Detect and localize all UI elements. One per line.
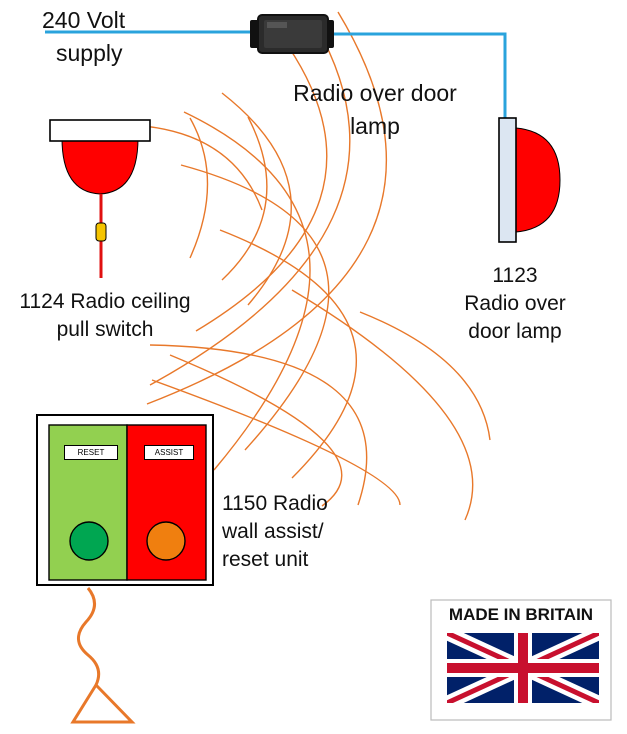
radio-module (250, 14, 334, 54)
radio-wave-11 (291, 289, 474, 521)
reset-button-label: RESET (64, 445, 118, 460)
radio-wave-2 (189, 117, 209, 259)
supply-label: 240 Volt supply (42, 4, 125, 70)
wall-unit-line1: 1150 Radio (222, 492, 328, 515)
radio-wave-8 (183, 111, 311, 471)
radio-wave-13 (149, 344, 368, 506)
radio-over-door-top-line1: Radio over door (293, 80, 457, 106)
radio-wave-7 (146, 11, 388, 405)
pull-cord (70, 587, 136, 724)
radio-wave-5 (195, 45, 328, 332)
assist-button[interactable] (146, 521, 186, 561)
pull-switch-line2: pull switch (56, 318, 154, 341)
radio-wave-9 (180, 164, 330, 451)
assist-button-label: ASSIST (144, 445, 194, 460)
ceiling-pull-switch (49, 119, 151, 278)
wall-unit-line3: reset unit (222, 548, 309, 571)
radio-waves (129, 11, 491, 521)
wall-unit-line2: wall assist/ (222, 520, 324, 543)
pull-switch-label: 1124 Radio ceiling pull switch (10, 288, 200, 344)
radio-wave-10 (219, 229, 358, 479)
lamp-1123-label: 1123 Radio over door lamp (455, 262, 575, 346)
made-in-britain-badge (430, 599, 612, 721)
radio-over-door-top-line2: lamp (350, 113, 400, 139)
radio-over-door-top-label: Radio over door lamp (270, 77, 480, 143)
made-in-britain-title: MADE IN BRITAIN (448, 605, 594, 624)
radio-wave-15 (151, 379, 401, 506)
lamp-1123-line1: 1123 (492, 264, 538, 287)
supply-label-line1: 240 Volt (42, 7, 126, 33)
radio-wave-14 (169, 354, 343, 507)
radio-wave-12 (359, 311, 491, 441)
lamp-1123-line3: door lamp (468, 320, 562, 343)
over-door-lamp (498, 117, 561, 243)
union-jack-flag (447, 633, 599, 703)
supply-label-line2: supply (56, 40, 123, 66)
wall-unit-label: 1150 Radio wall assist/ reset unit (222, 490, 328, 574)
lamp-1123-line2: Radio over (464, 292, 566, 315)
radio-wave-6 (149, 25, 351, 386)
radio-wave-3 (221, 116, 268, 281)
wall-unit (36, 414, 214, 586)
reset-button[interactable] (69, 521, 109, 561)
lamp-wire (330, 32, 507, 120)
pull-switch-line1: 1124 Radio ceiling (19, 290, 191, 313)
